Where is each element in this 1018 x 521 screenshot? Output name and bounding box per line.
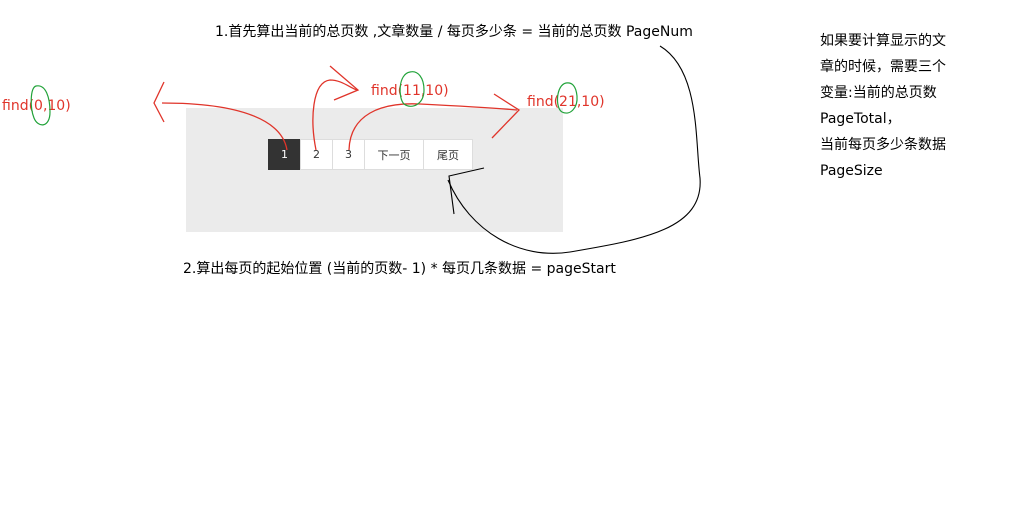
find-label-page-2: find(11,10) <box>371 83 449 99</box>
pager-background-panel <box>186 108 563 232</box>
variables-side-note: 如果要计算显示的文 章的时候，需要三个 变量:当前的总页数 PageTotal，… <box>820 28 970 184</box>
find-label-page-3: find(21,10) <box>527 94 605 110</box>
side-note-line: PageTotal， <box>820 111 901 127</box>
page-start-formula-note: 2.算出每页的起始位置 (当前的页数- 1) * 每页几条数据 = pageSt… <box>183 261 616 277</box>
side-note-line: PageSize <box>820 163 883 179</box>
page-total-formula-note: 1.首先算出当前的总页数 ,文章数量 / 每页多少条 = 当前的总页数 Page… <box>215 24 693 40</box>
page-button-2[interactable]: 2 <box>300 139 333 170</box>
pagination-bar: 1 2 3 下一页 尾页 <box>268 139 473 170</box>
page-button-3[interactable]: 3 <box>332 139 365 170</box>
side-note-line: 如果要计算显示的文 <box>820 33 946 49</box>
side-note-line: 变量:当前的总页数 <box>820 85 937 101</box>
last-page-button[interactable]: 尾页 <box>423 139 473 170</box>
find-label-page-1: find(0,10) <box>2 98 71 114</box>
side-note-line: 当前每页多少条数据 <box>820 137 946 153</box>
side-note-line: 章的时候，需要三个 <box>820 59 946 75</box>
red-arrowhead-page-2 <box>329 65 360 101</box>
red-arrowhead-page-1 <box>153 81 165 123</box>
page-button-1[interactable]: 1 <box>268 139 301 170</box>
next-page-button[interactable]: 下一页 <box>364 139 424 170</box>
